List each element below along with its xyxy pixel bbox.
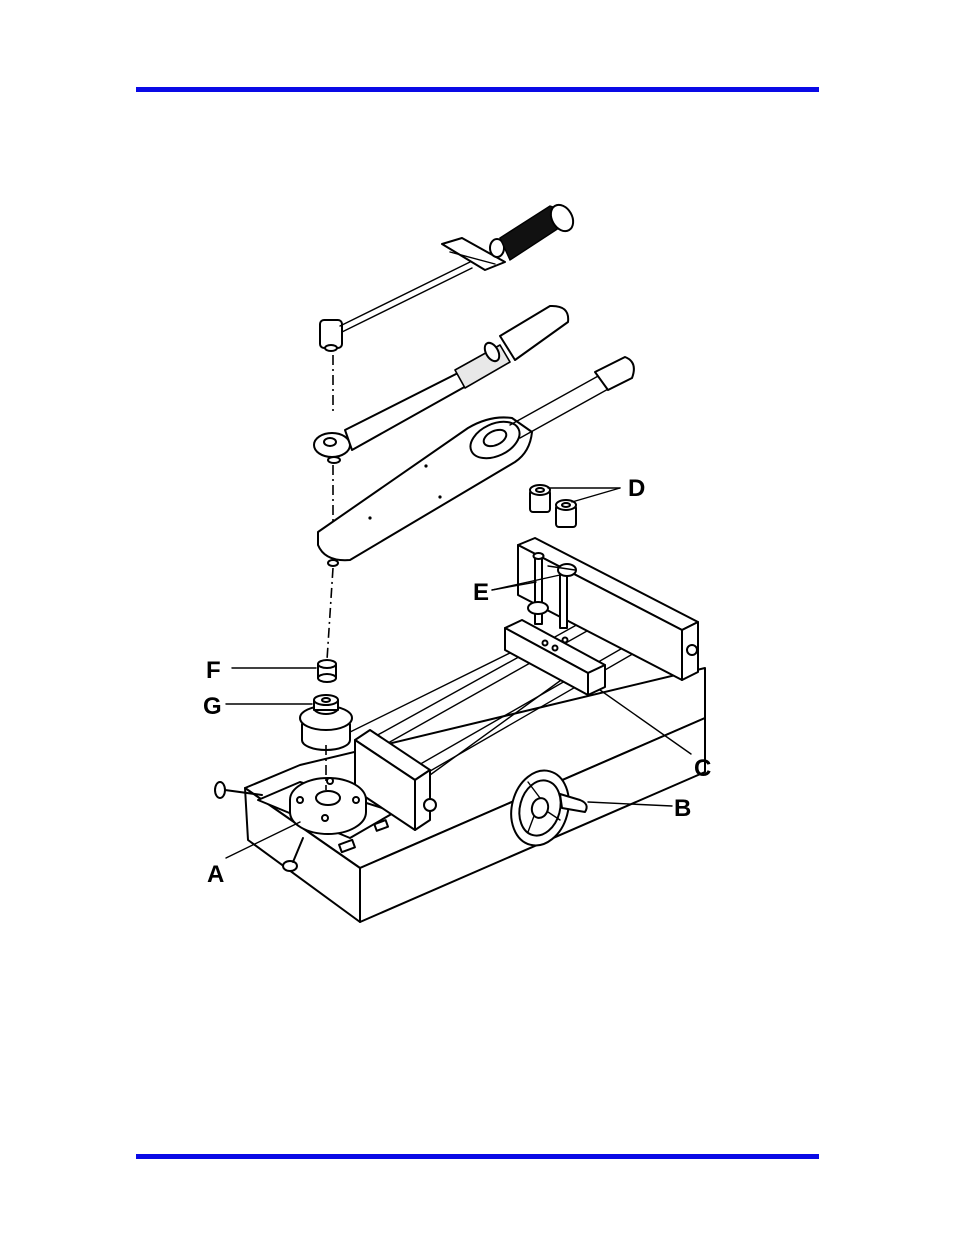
transducer-adapter — [300, 695, 352, 750]
callout-b: B — [674, 795, 691, 822]
drive-socket — [318, 660, 336, 682]
dial-torque-wrench — [318, 357, 634, 566]
spare-sockets — [530, 485, 576, 527]
callout-g: G — [203, 693, 222, 720]
callout-d: D — [628, 475, 645, 502]
callout-f: F — [206, 657, 221, 684]
callout-e: E — [473, 579, 489, 606]
callout-a: A — [207, 861, 224, 888]
callout-c: C — [694, 755, 711, 782]
mounting-flange — [290, 778, 366, 834]
